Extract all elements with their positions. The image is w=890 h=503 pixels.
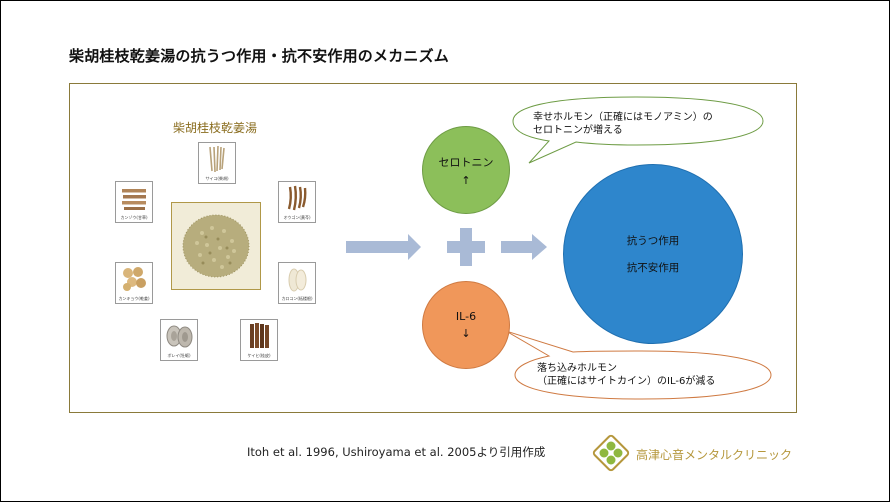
- anxiolytic-effect-label: 抗不安作用: [626, 262, 680, 274]
- serotonin-label: セロトニン: [438, 155, 494, 169]
- herb-card-borei: ボレイ(牡蛎): [160, 319, 198, 361]
- herb-name: カンゾウ(甘草): [120, 215, 148, 220]
- herb-name: ボレイ(牡蛎): [167, 353, 191, 358]
- herb-name: カロコン(栝楼根): [281, 296, 313, 301]
- il6-circle: IL-6 ↓: [422, 281, 510, 369]
- herb-card-keihi: ケイヒ(桂皮): [240, 319, 278, 361]
- il6-label: IL-6: [455, 310, 477, 323]
- granules-image: [171, 202, 261, 290]
- up-arrow-icon: ↑: [461, 173, 471, 187]
- herb-card-kanzo: カンゾウ(甘草): [115, 181, 153, 223]
- herb-name: ケイヒ(桂皮): [247, 353, 271, 358]
- bubble-top-text: 幸せホルモン（正確にはモノアミン）の セロトニンが増える: [533, 111, 713, 137]
- slide-title: 柴胡桂枝乾姜湯の抗うつ作用・抗不安作用のメカニズム: [69, 47, 450, 65]
- borei-shell-image: [166, 325, 193, 348]
- herb-card-kankyo: カンキョウ(乾姜): [115, 262, 153, 304]
- clinic-logo-icon: [592, 434, 630, 472]
- keihi-bark-image: [250, 323, 269, 348]
- herb-card-karokon: カロコン(栝楼根): [278, 262, 316, 304]
- herb-name: サイコ(柴胡): [205, 176, 229, 181]
- herb-name: オウゴン(黄芩): [283, 215, 311, 220]
- clinic-name: 高津心音メンタルクリニック: [636, 448, 793, 462]
- herb-name: カンキョウ(乾姜): [118, 296, 150, 301]
- bubble-bottom-text: 落ち込みホルモン （正確にはサイトカイン）のIL-6が減る: [537, 362, 715, 388]
- antidepressant-effect-label: 抗うつ作用: [626, 235, 680, 247]
- karokon-root-image: [288, 268, 307, 292]
- herb-card-ougon: オウゴン(黄芩): [278, 181, 316, 223]
- bubble-bottom-line2: （正確にはサイトカイン）のIL-6が減る: [537, 376, 716, 387]
- herb-card-saiko: サイコ(柴胡): [198, 142, 236, 184]
- saiko-root-image: [209, 145, 225, 173]
- bubble-bottom-line1: 落ち込みホルモン: [537, 363, 617, 374]
- effect-circle: 抗うつ作用 抗不安作用: [563, 164, 743, 344]
- serotonin-circle: セロトニン ↑: [422, 126, 510, 214]
- ougon-root-image: [287, 185, 307, 211]
- citation-text: Itoh et al. 1996, Ushiroyama et al. 2005…: [247, 445, 546, 459]
- bubble-top-line1: 幸せホルモン（正確にはモノアミン）の: [533, 112, 713, 123]
- herb-group-label: 柴胡桂枝乾姜湯: [173, 121, 258, 135]
- kanzo-root-image: [122, 189, 146, 210]
- granules-texture: [172, 203, 260, 289]
- down-arrow-icon: ↓: [461, 327, 471, 340]
- bubble-top-line2: セロトニンが増える: [533, 125, 623, 136]
- diagram-frame: [69, 83, 797, 413]
- kankyo-ginger-image: [123, 267, 146, 291]
